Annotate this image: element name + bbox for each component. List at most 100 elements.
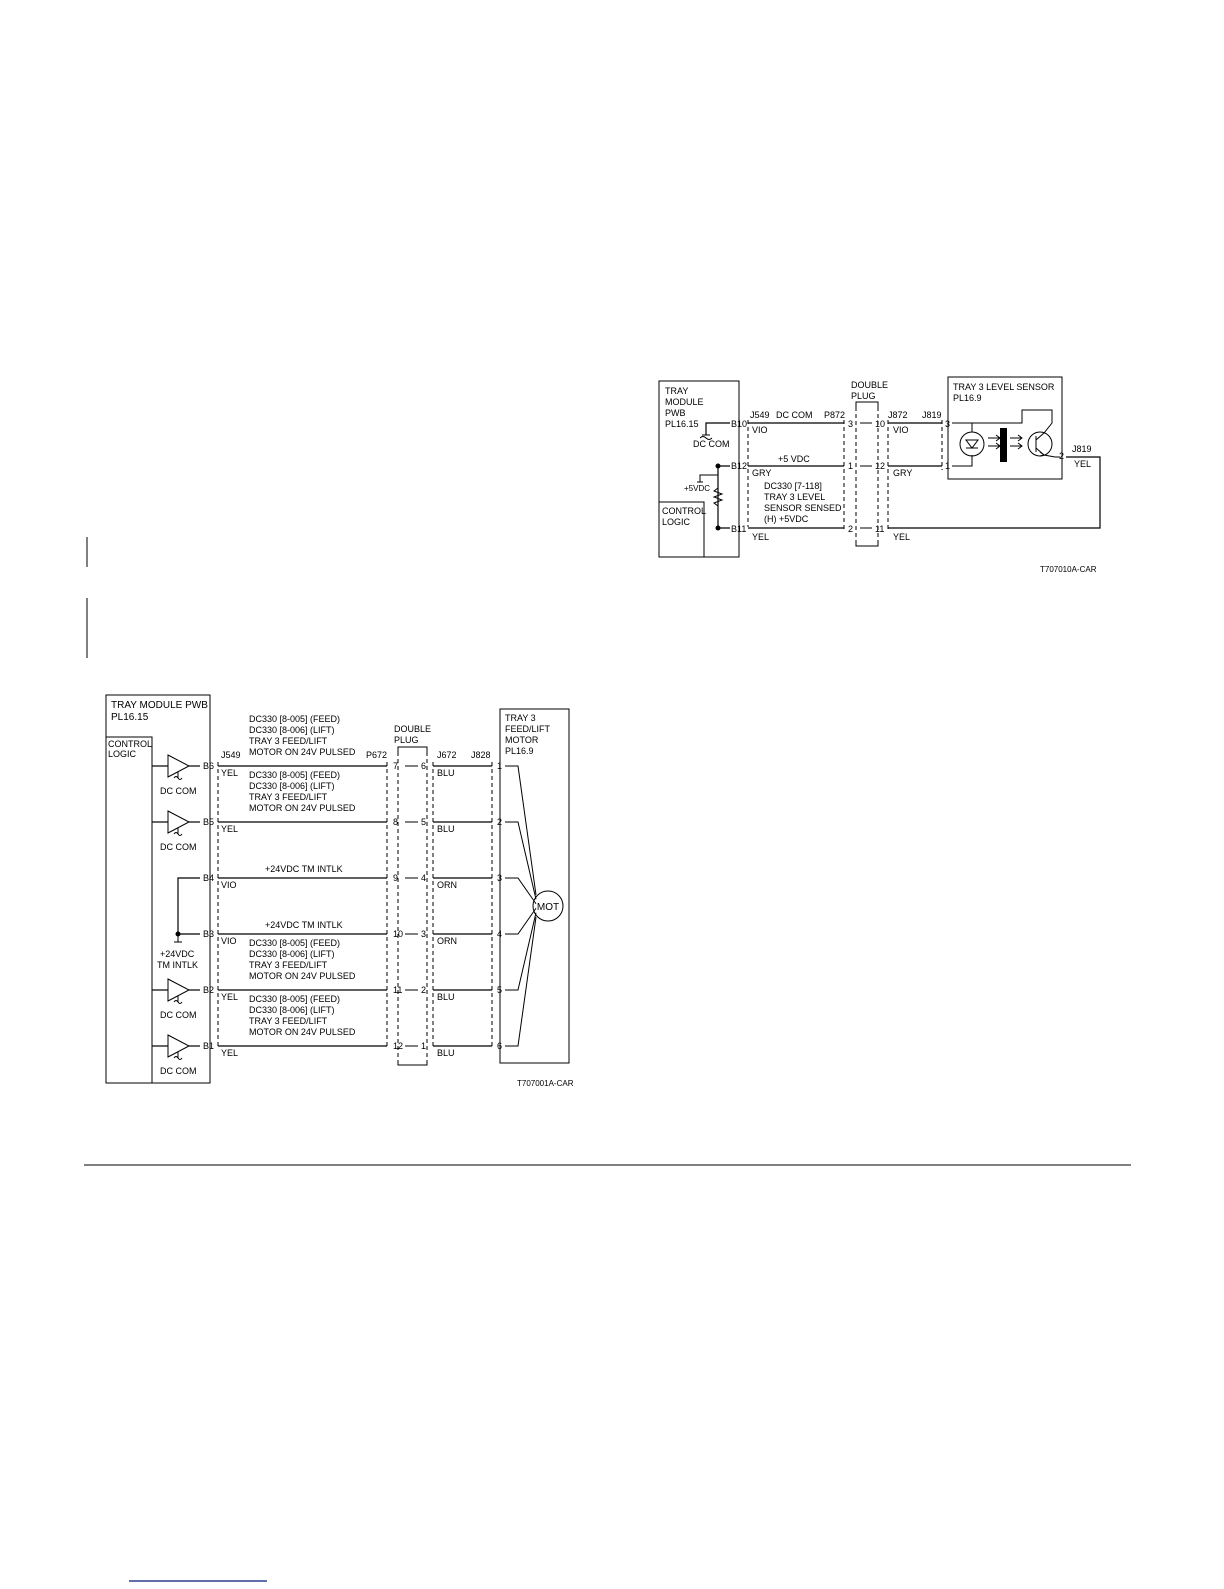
ground-symbol <box>173 1052 183 1060</box>
wire-color: GRY <box>893 468 912 478</box>
motor-label: MOT <box>537 902 559 913</box>
svg-text:12: 12 <box>875 461 885 471</box>
figure-id: T707001A-CAR <box>517 1079 574 1088</box>
connector-p872: P872 <box>824 410 845 420</box>
led-icon <box>959 431 985 457</box>
level-sensor-title: PL16.9 <box>953 393 982 403</box>
pin-b10: B10 <box>731 419 747 429</box>
svg-text:10: 10 <box>875 419 885 429</box>
wire-color: BLU <box>437 1048 455 1058</box>
signal-note: TRAY 3 FEED/LIFT <box>249 736 328 746</box>
control-logic-box <box>658 501 705 558</box>
signal-note: DC330 [8-006] (LIFT) <box>249 1005 335 1015</box>
signal-note: +24VDC TM INTLK <box>265 864 343 874</box>
wire-color: VIO <box>893 425 909 435</box>
pin-label: B5 <box>203 817 214 827</box>
connector-j872: J872 <box>888 410 908 420</box>
plug-pins: 3 10 1 12 2 11 <box>848 419 885 534</box>
motor-lead <box>505 907 537 935</box>
motor-lead <box>505 912 537 991</box>
connector-j672: J672 <box>437 750 457 760</box>
svg-text:2: 2 <box>848 524 853 534</box>
svg-text:11: 11 <box>875 524 884 534</box>
sensor-pin: 1 <box>945 461 950 471</box>
actuator-flag <box>1000 428 1007 462</box>
plug-pin: 2 <box>421 985 426 995</box>
level-sensor-box <box>947 376 1063 480</box>
pin-b12: B12 <box>731 461 747 471</box>
connector-j549: J549 <box>750 410 770 420</box>
signal-note: TRAY 3 FEED/LIFT <box>249 1016 328 1026</box>
svg-text:FEED/LIFT: FEED/LIFT <box>505 724 551 734</box>
plug-pin: 5 <box>421 817 426 827</box>
dc-com-label: DC COM <box>693 439 730 449</box>
level-sensor-title: TRAY 3 LEVEL SENSOR <box>953 382 1055 392</box>
motor-lead <box>505 765 537 895</box>
plug-pin: 7 <box>393 761 398 771</box>
double-plug-label: PLUG <box>394 735 419 745</box>
driver-icon <box>167 978 191 1002</box>
pin-label: B2 <box>203 985 214 995</box>
ground-symbol <box>173 772 183 780</box>
dc-com-label: DC COM <box>160 1066 197 1076</box>
svg-text:1: 1 <box>848 461 853 471</box>
signal-note: DC330 [8-005] (FEED) <box>249 994 340 1004</box>
signal-note: MOTOR ON 24V PULSED <box>249 971 356 981</box>
wire-color: YEL <box>221 768 238 778</box>
ground-symbol <box>699 434 713 440</box>
motor-icon <box>532 890 564 922</box>
wire-color: YEL <box>752 532 769 542</box>
control-logic-label: CONTROL <box>108 739 152 749</box>
motor-lead <box>505 917 537 1047</box>
interlock-label: +24VDC <box>160 949 195 959</box>
signal-note: MOTOR ON 24V PULSED <box>249 747 356 757</box>
ground-symbol <box>173 996 183 1004</box>
plug-pin: 8 <box>393 817 398 827</box>
sensor-pin: 2 <box>1059 451 1064 461</box>
plug-pin: 1 <box>421 1041 426 1051</box>
signal-note: DC330 [8-006] (LIFT) <box>249 781 335 791</box>
signal-note: DC330 [8-005] (FEED) <box>249 770 340 780</box>
plus5vdc-label: +5VDC <box>684 484 710 493</box>
control-logic-label: LOGIC <box>662 517 691 527</box>
double-plug-label: PLUG <box>851 391 876 401</box>
signal-note: +24VDC TM INTLK <box>265 920 343 930</box>
connector-j549: J549 <box>221 750 241 760</box>
svg-text:3: 3 <box>848 419 853 429</box>
signal-note: TRAY 3 FEED/LIFT <box>249 960 328 970</box>
signal-note: DC330 [8-006] (LIFT) <box>249 725 335 735</box>
ground-symbol <box>173 828 183 836</box>
driver-icon <box>167 810 191 834</box>
wire-color: VIO <box>221 936 237 946</box>
motor-lead <box>505 877 537 905</box>
figure-id: T707010A-CAR <box>1040 565 1097 574</box>
double-plug-label: DOUBLE <box>394 724 431 734</box>
connector-p672: P672 <box>366 750 387 760</box>
svg-text:MODULE: MODULE <box>665 397 704 407</box>
pin-label: B3 <box>203 929 214 939</box>
wire-color: GRY <box>752 468 771 478</box>
resistor-symbol <box>712 487 724 507</box>
wire-color: YEL <box>1074 459 1091 469</box>
wire-color: BLU <box>437 768 455 778</box>
plug-pin: 4 <box>421 873 426 883</box>
svg-text:TRAY 3: TRAY 3 <box>505 713 536 723</box>
svg-text:SENSOR SENSED: SENSOR SENSED <box>764 503 842 513</box>
driver-icon <box>167 1034 191 1058</box>
signal-note: MOTOR ON 24V PULSED <box>249 803 356 813</box>
signal-note: DC330 [8-005] (FEED) <box>249 938 340 948</box>
interlock-label: TM INTLK <box>157 960 198 970</box>
wire-color: YEL <box>221 992 238 1002</box>
motor-lead <box>505 821 537 900</box>
dc-com-label: DC COM <box>160 842 197 852</box>
pin-label: B4 <box>203 873 214 883</box>
sensor-pin: 3 <box>945 419 950 429</box>
wire-color: VIO <box>752 425 768 435</box>
pin-label: B6 <box>203 761 214 771</box>
feed-lift-motor-diagram: TRAY MODULE PWB PL16.15 CONTROL LOGIC DC… <box>105 694 574 1088</box>
wire-color: YEL <box>221 1048 238 1058</box>
control-logic-label: CONTROL <box>662 506 706 516</box>
wire-color: YEL <box>221 824 238 834</box>
signal-note: DC330 [8-006] (LIFT) <box>249 949 335 959</box>
